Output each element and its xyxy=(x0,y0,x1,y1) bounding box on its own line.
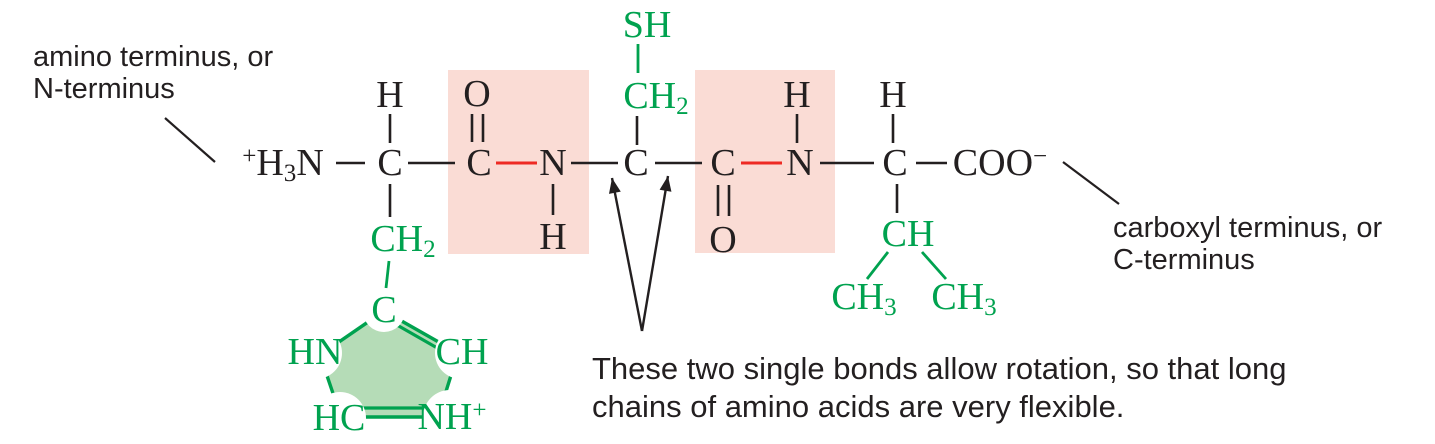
rotation-arrows xyxy=(608,175,672,332)
atom-alpha-carbon-3: C xyxy=(882,142,908,184)
rotation-caption: These two single bonds allow rotation, s… xyxy=(592,350,1286,426)
atom-cysteine-ch2: CH2 xyxy=(623,75,689,121)
backbone-bonds xyxy=(336,114,947,217)
bond-line xyxy=(865,251,890,280)
imidazole-ring xyxy=(290,290,487,444)
atom-valine-ch3-right: CH3 xyxy=(931,276,997,322)
atom-alpha-carbon-2: C xyxy=(623,142,649,184)
bond-line xyxy=(384,260,391,289)
carboxyl-terminus-label-line2: C-terminus xyxy=(1113,244,1255,276)
atom-halo xyxy=(314,392,366,444)
atom-halo xyxy=(435,327,487,379)
atom-alpha-h-1: H xyxy=(376,74,404,116)
amino-terminus-label: amino terminus, or N-terminus xyxy=(33,41,273,105)
bond-line xyxy=(920,251,948,280)
atom-cysteine-sh: SH xyxy=(622,4,672,46)
atom-valine-ch: CH xyxy=(881,213,935,255)
atom-halo xyxy=(290,327,342,379)
carboxyl-terminus-label-line1: carboxyl terminus, or xyxy=(1113,212,1383,244)
carboxyl-pointer-line xyxy=(1062,161,1120,205)
atom-carboxyl-group: COO− xyxy=(952,142,1048,184)
atom-his-ring-nh: NH+ xyxy=(417,396,487,438)
atom-alpha-carbon-1: C xyxy=(377,142,403,184)
atom-carbonyl-carbon-2: C xyxy=(710,142,736,184)
atom-amide-nitrogen-2: N xyxy=(786,142,814,184)
atom-carbonyl-oxygen-1: O xyxy=(463,73,491,115)
atom-amide-nitrogen-1: N xyxy=(539,142,567,184)
amino-pointer-line xyxy=(164,117,216,163)
atom-valine-ch3-left: CH3 xyxy=(831,276,897,322)
atom-his-ring-ch: CH xyxy=(435,331,489,373)
rotation-arrow-left xyxy=(608,177,644,332)
amino-terminus-label-line1: amino terminus, or xyxy=(33,41,274,73)
atom-amide-h-2: H xyxy=(783,74,811,116)
atom-his-ring-hc: HC xyxy=(312,397,366,439)
atom-n-terminal-amino: +H3N xyxy=(242,142,324,188)
atom-his-ring-hn: HN xyxy=(287,331,343,373)
amino-terminus-label-line2: N-terminus xyxy=(33,73,175,105)
atom-carbonyl-carbon-1: C xyxy=(466,142,492,184)
rotation-caption-line2: chains of amino acids are very flexible. xyxy=(592,389,1125,424)
atom-halo xyxy=(423,390,477,444)
side-chain-bonds xyxy=(384,44,948,289)
atom-histidine-ch2: CH2 xyxy=(370,218,436,264)
atom-alpha-h-3: H xyxy=(879,74,907,116)
atom-halo xyxy=(363,290,405,332)
rotation-caption-line1: These two single bonds allow rotation, s… xyxy=(592,351,1287,386)
atom-carbonyl-oxygen-2: O xyxy=(709,219,737,261)
carboxyl-terminus-label: carboxyl terminus, or C-terminus xyxy=(1113,212,1382,276)
rotation-arrow-right xyxy=(640,175,672,332)
atom-his-ring-c: C xyxy=(371,289,397,331)
atom-amide-h-1: H xyxy=(539,216,567,258)
